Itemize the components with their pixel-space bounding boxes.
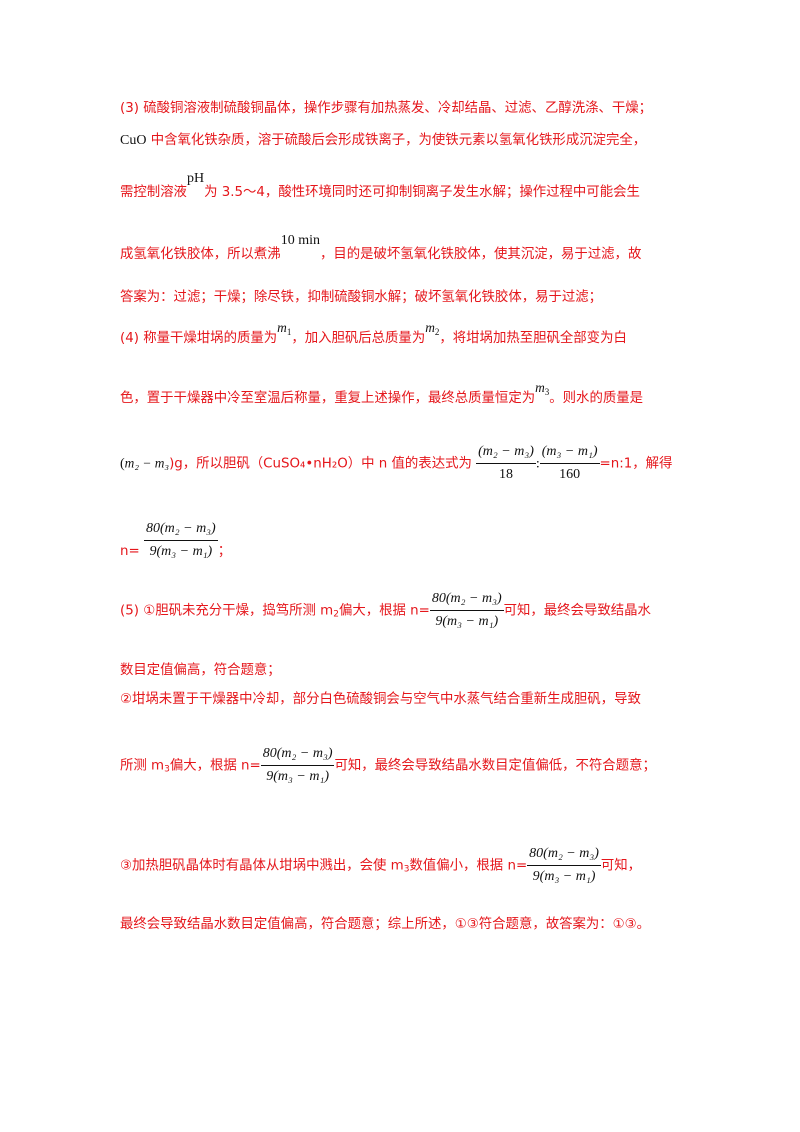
s5-text-1c: 可知，最终会导致结晶水	[503, 603, 651, 619]
s3-line-1: (3) 硫酸铜溶液制硫酸铜晶体，操作步骤有加热蒸发、冷却结晶、过滤、乙醇洗涤、干…	[120, 100, 652, 118]
fraction-n-5c: 80(m₂ − m₃)9(m₃ − m₁)	[527, 846, 601, 884]
m3-symbol: m3	[535, 380, 550, 397]
water-mass-expr: m₂ − m₃	[124, 455, 170, 471]
s5-line-6: 最终会导致结晶水数目定值偏高，符合题意；综上所述，①③符合题意，故答案为：①③。	[120, 916, 650, 934]
s3-text-4a: 成氢氧化铁胶体，所以煮沸	[120, 247, 281, 262]
m2-symbol: m2	[425, 320, 440, 337]
s5-line-1: (5) ①胆矾未充分干燥，捣笃所测 m2偏大，根据 n=80(m₂ − m₃)9…	[120, 591, 651, 629]
s4-text-2a: 色，置于干燥器中冷至室温后称量，重复上述操作，最终总质量恒定为	[120, 391, 536, 406]
s5-text-4a: 所测 m	[120, 758, 165, 774]
fraction-n-5b: 80(m₂ − m₃)9(m₃ − m₁)	[260, 746, 335, 784]
s4-text-3: )g，所以胆矾（CuSO₄•nH₂O）中 n 值的表达式为	[169, 456, 472, 472]
s4-line-3: (m₂ − m₃)g，所以胆矾（CuSO₄•nH₂O）中 n 值的表达式为 (m…	[120, 444, 673, 482]
s5-text-5b: 数值偏小，根据 n=	[409, 858, 528, 874]
s5-text-5a: ③加热胆矾晶体时有晶体从坩埚中溅出，会使 m	[120, 858, 404, 874]
s4-text-3-tail: =n:1，解得	[599, 456, 673, 472]
fraction-n-5a: 80(m₂ − m₃)9(m₃ − m₁)	[429, 591, 504, 629]
s4-line-1: (4) 称量干燥坩埚的质量为m1，加入胆矾后总质量为m2，将坩埚加热至胆矾全部变…	[120, 320, 627, 351]
s3-text-1: (3) 硫酸铜溶液制硫酸铜晶体，操作步骤有加热蒸发、冷却结晶、过滤、乙醇洗涤、干…	[120, 101, 653, 116]
n-prefix: n=	[120, 543, 140, 559]
s4-text-1c: ，将坩埚加热至胆矾全部变为白	[439, 331, 627, 346]
s3-text-2: 中含氧化铁杂质，溶于硫酸后会形成铁离子，为使铁元素以氢氧化铁形成沉淀完全，	[146, 133, 647, 148]
s5-text-6: 最终会导致结晶水数目定值偏高，符合题意；综上所述，①③符合题意，故答案为：①③。	[120, 917, 651, 932]
s4-text-1a: (4) 称量干燥坩埚的质量为	[120, 331, 278, 346]
s5-text-5c: 可知，	[600, 858, 642, 874]
s5-line-3: ②坩埚未置于干燥器中冷却，部分白色硫酸铜会与空气中水蒸气结合重新生成胆矾，导致	[120, 691, 641, 709]
s4-text-1b: ，加入胆矾后总质量为	[291, 331, 426, 346]
s5-line-5: ③加热胆矾晶体时有晶体从坩埚中溅出，会使 m3数值偏小，根据 n=80(m₂ −…	[120, 846, 642, 884]
s5-line-4: 所测 m3偏大，根据 n=80(m₂ − m₃)9(m₃ − m₁)可知，最终会…	[120, 746, 656, 784]
fraction-n-result: 80(m₂ − m₃)9(m₃ − m₁)	[143, 521, 218, 559]
fraction-cuso4: (m₃ − m₁)160	[539, 444, 600, 482]
s5-text-1b: 偏大，根据 n=	[338, 603, 430, 619]
s5-text-3: ②坩埚未置于干燥器中冷却，部分白色硫酸铜会与空气中水蒸气结合重新生成胆矾，导致	[120, 692, 641, 707]
s3-line-3: 需控制溶液pH为 3.5～4，酸性环境同时还可抑制铜离子发生水解；操作过程中可能…	[120, 171, 640, 202]
s3-line-2: CuO 中含氧化铁杂质，溶于硫酸后会形成铁离子，为使铁元素以氢氧化铁形成沉淀完全…	[120, 132, 646, 150]
s5-text-4b: 偏大，根据 n=	[169, 758, 261, 774]
s4-text-2b: 。则水的质量是	[549, 391, 644, 406]
s3-line-5: 答案为：过滤；干燥；除尽铁，抑制硫酸铜水解；破坏氢氧化铁胶体，易于过滤；	[120, 289, 602, 307]
s5-text-2: 数目定值偏高，符合题意；	[120, 663, 281, 678]
ph-symbol: pH	[186, 171, 205, 186]
s3-text-3b: 为 3.5～4，酸性环境同时还可抑制铜离子发生水解；操作过程中可能会生	[204, 185, 640, 200]
fraction-water: (m₂ − m₃)18	[476, 444, 536, 482]
ten-min: 10 min	[280, 233, 320, 248]
s5-line-2: 数目定值偏高，符合题意；	[120, 662, 281, 680]
s5-text-4c: 可知，最终会导致结晶水数目定值偏低，不符合题意；	[334, 758, 656, 774]
s4-line-4: n= 80(m₂ − m₃)9(m₃ − m₁)；	[120, 521, 232, 559]
cuo-formula: CuO	[120, 133, 147, 148]
s3-text-5: 答案为：过滤；干燥；除尽铁，抑制硫酸铜水解；破坏氢氧化铁胶体，易于过滤；	[120, 290, 603, 305]
s3-line-4: 成氢氧化铁胶体，所以煮沸10 min，目的是破坏氢氧化铁胶体，使其沉淀，易于过滤…	[120, 233, 642, 264]
m1-symbol: m1	[277, 320, 292, 337]
s3-text-4b: ，目的是破坏氢氧化铁胶体，使其沉淀，易于过滤，故	[319, 247, 642, 262]
s3-text-3a: 需控制溶液	[120, 185, 187, 200]
s4-line-2: 色，置于干燥器中冷至室温后称量，重复上述操作，最终总质量恒定为m3。则水的质量是	[120, 380, 644, 411]
s5-text-1a: (5) ①胆矾未充分干燥，捣笃所测 m	[120, 603, 334, 619]
